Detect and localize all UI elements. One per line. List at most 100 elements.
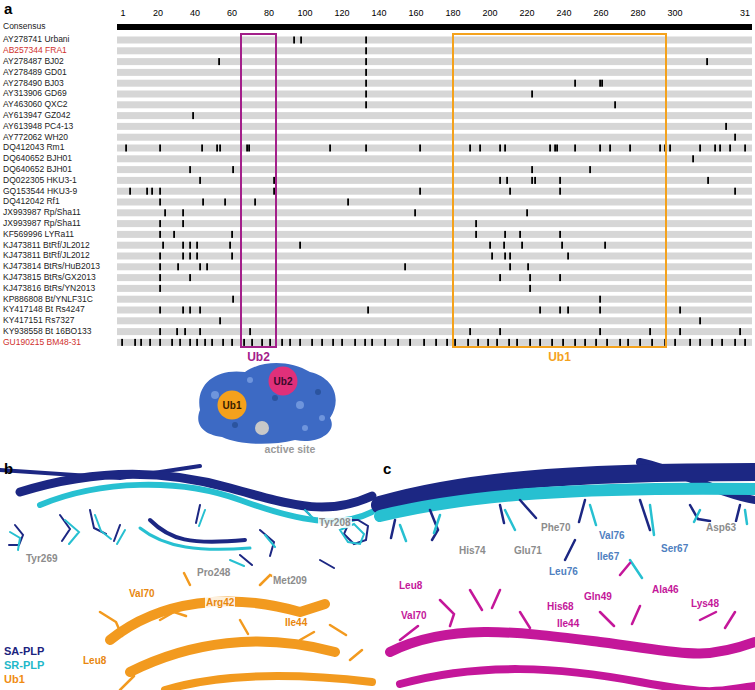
region-box: Ub1 xyxy=(452,33,667,364)
variation-mark xyxy=(179,339,181,346)
variation-mark xyxy=(365,37,367,44)
variation-mark xyxy=(599,307,601,314)
variation-mark xyxy=(177,263,179,270)
variation-mark xyxy=(202,199,204,206)
variation-mark xyxy=(289,339,291,346)
variation-mark xyxy=(487,339,489,346)
variation-mark xyxy=(404,263,406,270)
variation-mark xyxy=(125,145,127,152)
sequence-name: GU190215 BM48-31 xyxy=(3,338,81,347)
variation-mark xyxy=(384,339,386,346)
variation-mark xyxy=(159,263,161,270)
variation-mark xyxy=(508,339,510,346)
variation-mark xyxy=(699,339,701,346)
variation-mark xyxy=(556,145,558,152)
legend-text: SA-PLP xyxy=(4,645,44,657)
alignment-track xyxy=(117,24,752,346)
variation-mark xyxy=(734,188,736,195)
sequence-bar xyxy=(117,177,752,184)
variation-mark xyxy=(224,199,226,206)
variation-mark xyxy=(534,177,536,184)
variation-mark xyxy=(196,242,198,249)
variation-mark xyxy=(192,112,194,119)
variation-mark xyxy=(182,220,184,227)
variation-mark xyxy=(409,339,411,346)
region-label: Ub2 xyxy=(240,351,277,364)
residue-label: Met209 xyxy=(272,575,308,586)
variation-mark xyxy=(182,307,184,314)
sequence-bar xyxy=(117,166,752,173)
axis-number: 1 xyxy=(120,9,125,19)
variation-mark xyxy=(496,339,498,346)
variation-mark xyxy=(561,242,563,249)
variation-mark xyxy=(574,339,576,346)
sequence-bar xyxy=(117,263,752,270)
panel-letter: a xyxy=(4,1,12,18)
axis-number: 140 xyxy=(371,9,386,19)
residue-label: Glu71 xyxy=(513,545,543,556)
variation-mark xyxy=(604,242,606,249)
variation-mark xyxy=(509,263,511,270)
variation-mark xyxy=(354,339,356,346)
variation-mark xyxy=(347,199,349,206)
variation-mark xyxy=(599,328,601,335)
variation-mark xyxy=(725,123,727,130)
variation-mark xyxy=(554,145,556,152)
variation-mark xyxy=(423,339,425,346)
variation-mark xyxy=(189,307,191,314)
variation-mark xyxy=(164,209,166,216)
sequence-name: KJ473815 BtRs/GX2013 xyxy=(3,273,96,282)
variation-mark xyxy=(491,253,493,260)
variation-mark xyxy=(300,37,302,44)
variation-mark xyxy=(254,199,256,206)
variation-mark xyxy=(499,328,501,335)
variation-mark xyxy=(140,339,142,346)
variation-mark xyxy=(248,145,250,152)
panel-letter: c xyxy=(383,461,391,478)
variation-mark xyxy=(365,80,367,87)
variation-mark xyxy=(619,339,621,346)
sequence-bar xyxy=(117,47,752,54)
variation-mark xyxy=(365,101,367,108)
sequence-bar xyxy=(117,101,752,108)
variation-mark xyxy=(674,339,676,346)
sequence-bar xyxy=(117,58,752,65)
variation-mark xyxy=(146,188,148,195)
residue-label: Ile44 xyxy=(284,617,308,628)
axis-number: 200 xyxy=(482,9,497,19)
variation-mark xyxy=(199,263,201,270)
sequence-bar xyxy=(117,134,752,141)
variation-mark xyxy=(734,339,736,346)
residue-label: Lys48 xyxy=(690,598,720,609)
variation-mark xyxy=(531,177,533,184)
axis-number: 100 xyxy=(297,9,312,19)
axis-number: 31 xyxy=(740,9,750,19)
sequence-name: DQ412042 Rf1 xyxy=(3,197,60,206)
variation-mark xyxy=(159,307,161,314)
variation-mark xyxy=(189,339,191,346)
variation-mark xyxy=(365,69,367,76)
region-label: Ub1 xyxy=(223,400,242,411)
variation-mark xyxy=(679,328,681,335)
protein-surface xyxy=(198,363,335,444)
axis-number: 60 xyxy=(227,9,237,19)
axis-number: 120 xyxy=(334,9,349,19)
axis-number: 280 xyxy=(630,9,645,19)
variation-mark xyxy=(273,188,275,195)
variation-mark xyxy=(311,339,313,346)
variation-mark xyxy=(521,242,523,249)
structure-panel-c xyxy=(380,462,755,690)
variation-mark xyxy=(516,339,518,346)
variation-mark xyxy=(707,177,709,184)
variation-mark xyxy=(219,145,221,152)
sequence-bar xyxy=(117,328,752,335)
sequence-name: AY463060 QXC2 xyxy=(3,100,68,109)
variation-mark xyxy=(329,145,331,152)
sequence-name: AY613947 GZ042 xyxy=(3,111,70,120)
variation-mark xyxy=(222,339,224,346)
region-box: Ub2 xyxy=(240,33,277,364)
variation-mark xyxy=(189,242,191,249)
residue-label: Ile44 xyxy=(556,618,580,629)
variation-mark xyxy=(229,242,231,249)
sequence-bar xyxy=(117,145,752,152)
